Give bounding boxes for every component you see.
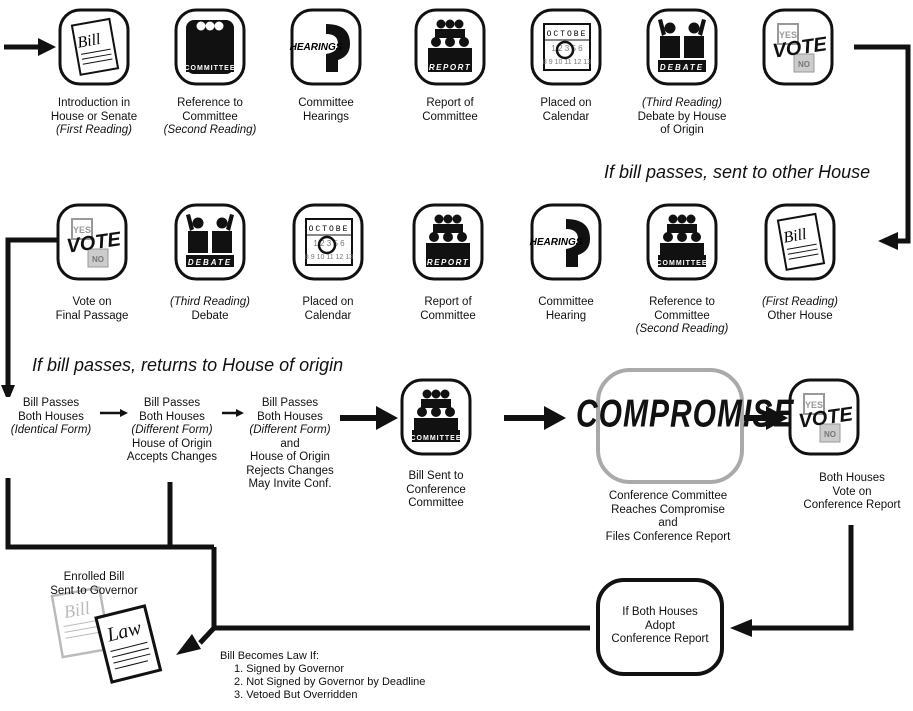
svg-text:OCTOBE: OCTOBE — [309, 225, 350, 234]
vote-icon: YES NO VOTE — [56, 203, 128, 281]
banner-sent-other-house: If bill passes, sent to other House — [604, 162, 871, 182]
svg-text:COMMITTEE: COMMITTEE — [657, 260, 708, 267]
vote-icon: YES NO VOTE — [762, 8, 834, 86]
svg-text:HEARINGS: HEARINGS — [530, 237, 583, 248]
svg-text:NO: NO — [798, 60, 810, 69]
row2-icons: YES NO VOTE DEBATE OCTOBE 1 2 3 5 6 8 9 … — [56, 203, 836, 281]
banner-returns-origin: If bill passes, returns to House of orig… — [32, 355, 344, 375]
becomes-law-list: Bill Becomes Law If: 1. Signed by Govern… — [220, 650, 425, 702]
to-law-head — [176, 634, 201, 655]
vote-to-adopt-head — [730, 619, 752, 637]
bold-arrow-to-compromise-head — [544, 406, 566, 430]
svg-text:8 9 10 11 12 13: 8 9 10 11 12 13 — [305, 254, 353, 261]
svg-text:COMMITTEE: COMMITTEE — [411, 435, 462, 442]
right-bracket-line — [854, 44, 911, 244]
debate-icon: DEBATE — [646, 8, 718, 86]
svg-text:8 9 10 11 12 13: 8 9 10 11 12 13 — [543, 59, 591, 66]
becomes-law-item: 3. Vetoed But Overridden — [234, 689, 358, 701]
adopt-frame — [596, 578, 724, 676]
right-bracket-head — [878, 232, 898, 250]
bill-icon: Bill — [764, 203, 836, 281]
compromise-word: COMPROMISE — [576, 392, 795, 436]
law-icon: Law — [94, 604, 163, 684]
svg-text:REPORT: REPORT — [429, 63, 471, 72]
report-icon: REPORT — [414, 8, 486, 86]
label-debate: (Third Reading)Debate — [170, 296, 250, 322]
calendar-icon: OCTOBE 1 2 3 5 6 8 9 10 11 12 13 — [292, 203, 364, 281]
to-governor-path — [211, 547, 590, 631]
svg-text:REPORT: REPORT — [427, 258, 469, 267]
svg-text:Bill: Bill — [782, 226, 808, 247]
conference-committee-icon: COMMITTEE — [400, 378, 472, 456]
compromise-frame — [596, 368, 744, 484]
entry-arrow-head — [38, 38, 56, 56]
left-bracket-head — [1, 385, 15, 402]
svg-text:NO: NO — [824, 430, 836, 439]
becomes-law-item: 2. Not Signed by Governor by Deadline — [234, 676, 426, 688]
bill-icon: Bill — [58, 8, 130, 86]
svg-text:YES: YES — [805, 400, 823, 410]
svg-text:Bill: Bill — [76, 31, 102, 52]
vote-icon: YES NO VOTE — [788, 378, 860, 456]
small-arrow-2-head — [236, 409, 244, 417]
svg-text:1 2 3 5 6: 1 2 3 5 6 — [551, 44, 583, 53]
svg-text:OCTOBE: OCTOBE — [547, 30, 588, 39]
bold-arrow-to-vote-head — [766, 406, 788, 430]
bold-arrow-to-conference-head — [376, 406, 398, 430]
debate-icon: DEBATE — [174, 203, 246, 281]
svg-text:COMMITTEE: COMMITTEE — [185, 65, 236, 72]
becomes-law-item: 1. Signed by Governor — [234, 663, 345, 675]
svg-text:Bill: Bill — [62, 598, 91, 622]
enrolled-bill-icon: Bill — [50, 586, 112, 659]
label-other-house: (First Reading)Other House — [761, 296, 839, 322]
becomes-law-title: Bill Becomes Law If: — [220, 650, 320, 662]
left-bracket-line — [5, 237, 58, 388]
hearings-icon: HEARINGS — [530, 203, 602, 281]
report-icon: REPORT — [412, 203, 484, 281]
committee-icon: COMMITTEE — [174, 8, 246, 86]
committee-icon: COMMITTEE — [646, 203, 718, 281]
small-arrow-1-head — [120, 409, 128, 417]
svg-text:HEARINGS: HEARINGS — [290, 42, 343, 53]
vote-to-adopt-path — [748, 525, 854, 631]
to-law-path — [198, 626, 216, 645]
svg-text:NO: NO — [92, 255, 104, 264]
hearings-icon: HEARINGS — [290, 8, 362, 86]
row1-icons: Bill COMMITTEE HEARINGS — [58, 8, 834, 86]
svg-text:YES: YES — [779, 30, 797, 40]
svg-text:1 2 3 5 6: 1 2 3 5 6 — [313, 239, 345, 248]
svg-text:YES: YES — [73, 225, 91, 235]
svg-text:DEBATE: DEBATE — [188, 258, 232, 267]
svg-text:DEBATE: DEBATE — [660, 63, 704, 72]
calendar-icon: OCTOBE 1 2 3 5 6 8 9 10 11 12 13 — [530, 8, 602, 86]
